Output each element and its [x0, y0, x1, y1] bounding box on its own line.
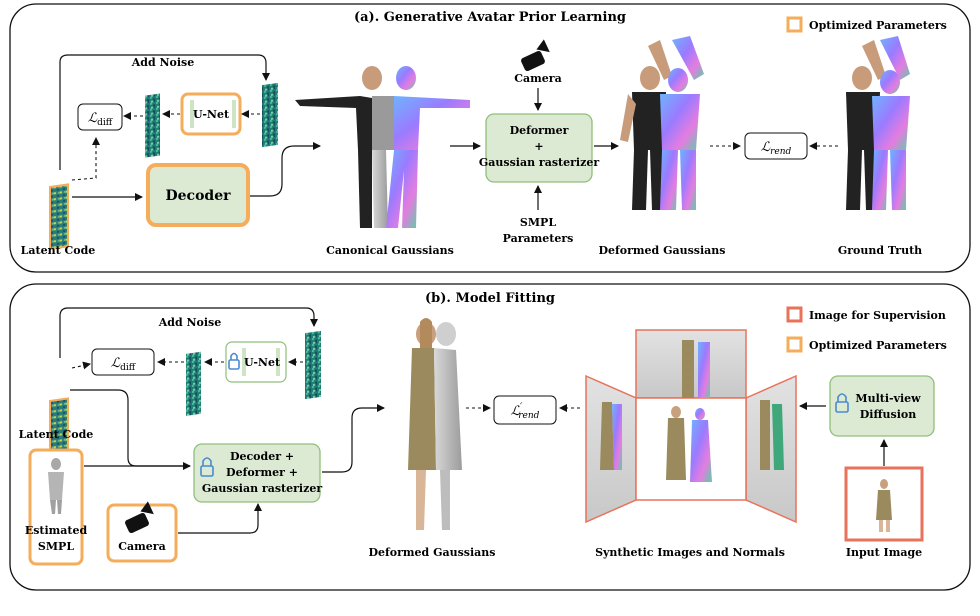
- panel-a-title: (a). Generative Avatar Prior Learning: [354, 10, 626, 25]
- fitting-box: [193, 443, 321, 503]
- panel-b-frame: [9, 283, 971, 591]
- estimated-smpl-box: [28, 448, 84, 566]
- decoder-box: [146, 163, 250, 227]
- ground-truth-figure: [846, 36, 910, 210]
- deformer-line2: Gaussian rasterizer: [479, 156, 599, 169]
- panel-a-frame: [9, 3, 971, 273]
- camera-label: Camera: [514, 72, 561, 85]
- legend-supervision-swatch: [786, 306, 803, 323]
- loss-diff-box: [77, 103, 123, 131]
- unet-box-b: [225, 341, 287, 383]
- loss-diff-box-b: [91, 348, 155, 376]
- smpl-body-figure: [48, 458, 64, 514]
- unet-label-b: U-Net: [244, 356, 281, 369]
- deformed-label-a: Deformed Gaussians: [599, 244, 726, 257]
- denoised-latent-image-b: [186, 351, 201, 416]
- lock-icon: [228, 352, 240, 370]
- camera-icon: [521, 39, 550, 72]
- multiview-diffusion-box: [829, 375, 935, 437]
- loss-rend-prime-label: ℒ′rend: [511, 402, 540, 421]
- legend-optimized-swatch: [786, 16, 803, 33]
- lock-icon-fitting: [200, 457, 214, 477]
- deformed-gaussians-figure-b: [408, 318, 462, 530]
- legend-optimized-swatch-b: [786, 336, 803, 353]
- input-image-figure: [876, 479, 892, 532]
- loss-rend-prime-box: [493, 395, 557, 425]
- input-image-label: Input Image: [846, 546, 922, 559]
- add-noise-label-b: Add Noise: [158, 316, 222, 329]
- legend-supervision-label: Image for Supervision: [809, 309, 946, 322]
- latent-code-label: Latent Code: [21, 244, 96, 257]
- unet-bars: [190, 100, 236, 128]
- canonical-gaussians-figure: [295, 66, 470, 228]
- mv-line2: Diffusion: [860, 408, 916, 421]
- decoder-label: Decoder: [166, 188, 232, 204]
- add-noise-arrow: [59, 54, 270, 170]
- unet-label: U-Net: [193, 108, 230, 121]
- deformer-line1: Deformer: [510, 124, 569, 137]
- loss-diff-label: ℒdiff: [88, 111, 113, 128]
- denoised-latent-image: [145, 93, 160, 158]
- smpl-line1: SMPL: [520, 216, 556, 229]
- deformed-gaussians-figure: [620, 36, 704, 210]
- estimated-line1: Estimated: [25, 524, 88, 537]
- deformer-plus: +: [534, 140, 543, 153]
- latent-code-label-b: Latent Code: [19, 428, 94, 441]
- camera-box-b: [106, 503, 178, 563]
- fitting-line2: Deformer +: [226, 466, 298, 479]
- deformer-rasterizer-box: [485, 113, 593, 183]
- noisy-latent-image: [262, 82, 278, 148]
- latent-code-image: [49, 183, 69, 251]
- estimated-line2: SMPL: [38, 540, 74, 553]
- panel-b-title: (b). Model Fitting: [425, 291, 555, 306]
- synthetic-label: Synthetic Images and Normals: [595, 546, 785, 559]
- add-noise-label: Add Noise: [131, 56, 195, 69]
- smpl-line2: Parameters: [503, 232, 574, 245]
- loss-rend-box: [744, 132, 808, 160]
- lock-icon-diffusion: [835, 393, 849, 413]
- camera-label-b: Camera: [118, 540, 165, 553]
- canonical-label: Canonical Gaussians: [326, 244, 454, 257]
- legend-optimized-label: Optimized Parameters: [809, 19, 947, 32]
- fitting-line1: Decoder +: [230, 450, 294, 463]
- deformed-label-b: Deformed Gaussians: [369, 546, 496, 559]
- add-noise-arrow-b: [59, 307, 318, 358]
- synthetic-views: [585, 329, 797, 524]
- mv-line1: Multi-view: [855, 392, 921, 405]
- camera-icon-b: [125, 501, 154, 534]
- unet-box: [180, 92, 242, 136]
- fitting-line3: Gaussian rasterizer: [202, 482, 322, 495]
- noisy-latent-image-b: [305, 330, 321, 400]
- ground-truth-label: Ground Truth: [838, 244, 922, 257]
- loss-diff-label-b: ℒdiff: [111, 356, 136, 373]
- legend-optimized-label-b: Optimized Parameters: [809, 339, 947, 352]
- loss-rend-label: ℒrend: [761, 140, 792, 157]
